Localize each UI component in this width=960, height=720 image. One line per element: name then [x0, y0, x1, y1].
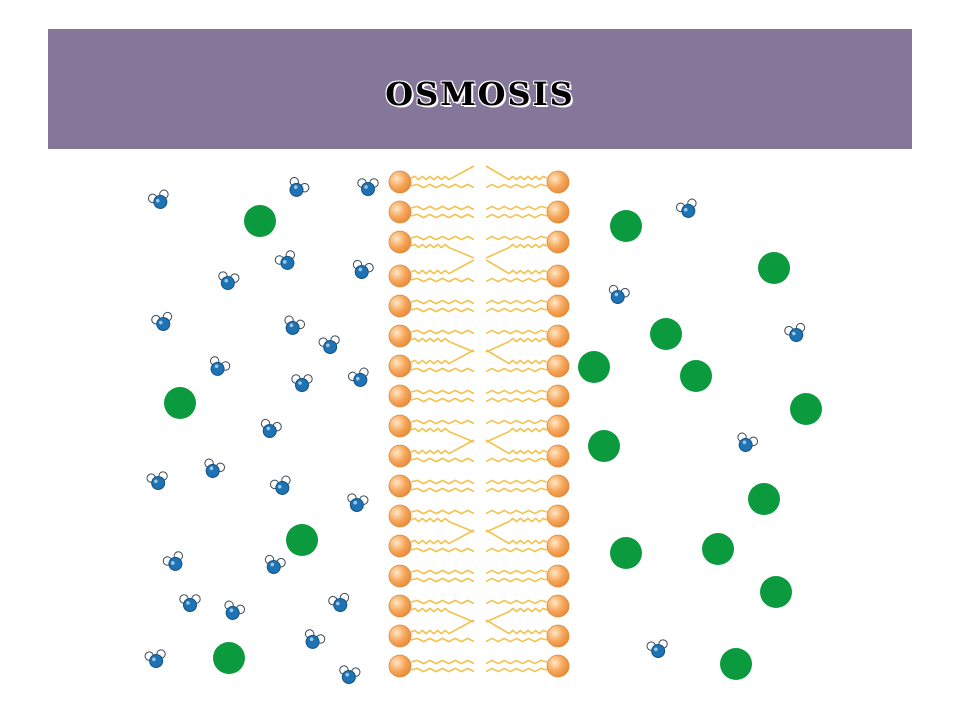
phospholipid-icon: [388, 165, 475, 194]
phospholipid-icon: [388, 324, 475, 353]
water-molecule-icon: [260, 418, 282, 438]
water-molecule-icon: [737, 432, 759, 452]
green-solute-particle-icon: [610, 210, 642, 242]
page-title: Osmosis: [385, 62, 575, 116]
lipid-bilayer-membrane: [388, 165, 570, 678]
phospholipid-icon: [388, 529, 475, 558]
water-molecule-icon: [347, 493, 369, 512]
water-molecule-icon: [289, 176, 310, 197]
green-solute-particle-icon: [760, 576, 792, 608]
phospholipid-icon: [388, 439, 475, 468]
water-molecule-icon: [784, 322, 806, 342]
phospholipid-icon: [485, 294, 570, 318]
water-molecule-icon: [352, 259, 374, 279]
phospholipid-icon: [388, 594, 475, 623]
water-molecule-icon: [347, 367, 369, 387]
phospholipid-icon: [485, 619, 570, 648]
green-solute-particle-icon: [213, 642, 245, 674]
green-solute-particle-icon: [164, 387, 196, 419]
water-molecule-icon: [284, 315, 306, 335]
green-solute-particle-icon: [650, 318, 682, 350]
phospholipid-icon: [485, 474, 570, 498]
phospholipid-icon: [388, 619, 475, 648]
phospholipid-icon: [485, 564, 570, 588]
phospholipid-icon: [388, 384, 475, 408]
phospholipid-icon: [485, 230, 570, 259]
phospholipid-icon: [388, 200, 475, 224]
water-molecule-icon: [318, 335, 340, 354]
phospholipid-icon: [485, 259, 570, 288]
phospholipid-icon: [388, 349, 475, 378]
phospholipid-icon: [485, 654, 570, 678]
water-molecule-icon: [209, 356, 231, 376]
particle-layer: [144, 176, 822, 684]
water-molecule-icon: [675, 198, 697, 218]
phospholipid-icon: [485, 594, 570, 623]
phospholipid-icon: [388, 294, 475, 318]
phospholipid-icon: [388, 564, 475, 588]
water-molecule-icon: [304, 629, 326, 649]
green-solute-particle-icon: [680, 360, 712, 392]
water-molecule-icon: [328, 592, 350, 612]
water-molecule-icon: [291, 374, 313, 392]
green-solute-particle-icon: [588, 430, 620, 462]
green-solute-particle-icon: [720, 648, 752, 680]
green-solute-particle-icon: [748, 483, 780, 515]
phospholipid-icon: [388, 504, 475, 533]
green-solute-particle-icon: [758, 252, 790, 284]
water-molecule-icon: [224, 600, 246, 620]
water-molecule-icon: [204, 458, 226, 478]
phospholipid-icon: [388, 654, 475, 678]
water-molecule-icon: [339, 665, 361, 684]
green-solute-particle-icon: [702, 533, 734, 565]
osmosis-diagram: [144, 165, 822, 684]
green-solute-particle-icon: [244, 205, 276, 237]
water-molecule-icon: [144, 649, 166, 668]
phospholipid-icon: [388, 230, 475, 259]
green-solute-particle-icon: [610, 537, 642, 569]
phospholipid-icon: [485, 439, 570, 468]
water-molecule-icon: [151, 311, 173, 331]
phospholipid-icon: [485, 324, 570, 353]
water-molecule-icon: [218, 271, 240, 290]
green-solute-particle-icon: [578, 351, 610, 383]
phospholipid-icon: [388, 259, 475, 288]
water-molecule-icon: [274, 250, 296, 270]
phospholipid-icon: [388, 474, 475, 498]
water-molecule-icon: [608, 284, 630, 304]
phospholipid-icon: [485, 529, 570, 558]
water-molecule-icon: [147, 189, 169, 209]
green-solute-particle-icon: [790, 393, 822, 425]
phospholipid-icon: [485, 165, 570, 194]
water-molecule-icon: [146, 471, 168, 490]
water-molecule-icon: [179, 594, 201, 612]
water-molecule-icon: [357, 178, 379, 196]
water-molecule-icon: [264, 554, 286, 574]
phospholipid-icon: [485, 349, 570, 378]
phospholipid-icon: [485, 200, 570, 224]
phospholipid-icon: [485, 504, 570, 533]
water-molecule-icon: [162, 551, 184, 571]
green-solute-particle-icon: [286, 524, 318, 556]
phospholipid-icon: [388, 414, 475, 443]
title-bar: Osmosis: [48, 29, 912, 149]
water-molecule-icon: [269, 475, 291, 495]
phospholipid-icon: [485, 414, 570, 443]
water-molecule-icon: [646, 639, 668, 658]
phospholipid-icon: [485, 384, 570, 408]
